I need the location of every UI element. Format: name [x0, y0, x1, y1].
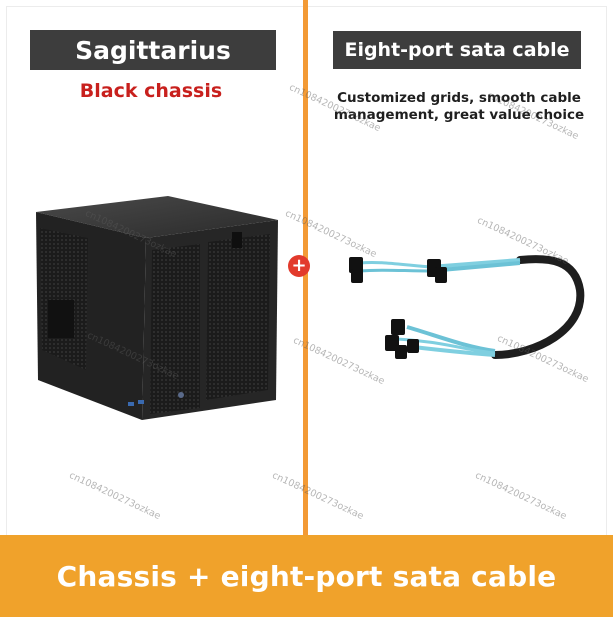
banner-text: Chassis + eight-port sata cable	[56, 559, 557, 593]
cable-description-line-2: management, great value choice	[333, 107, 585, 123]
bottom-banner: Chassis + eight-port sata cable	[0, 535, 613, 617]
product-title-chassis: Sagittarius	[30, 30, 276, 70]
product-title-cable: Eight-port sata cable	[333, 31, 581, 69]
black-chassis-image	[36, 196, 278, 420]
cable-description-line-1: Customized grids, smooth cable	[337, 90, 581, 106]
chassis-subtitle: Black chassis	[79, 80, 223, 102]
cable-description: Customized grids, smooth cable managemen…	[318, 90, 600, 124]
sata-cable-image	[349, 255, 585, 359]
plus-circle-icon: +	[288, 255, 310, 277]
